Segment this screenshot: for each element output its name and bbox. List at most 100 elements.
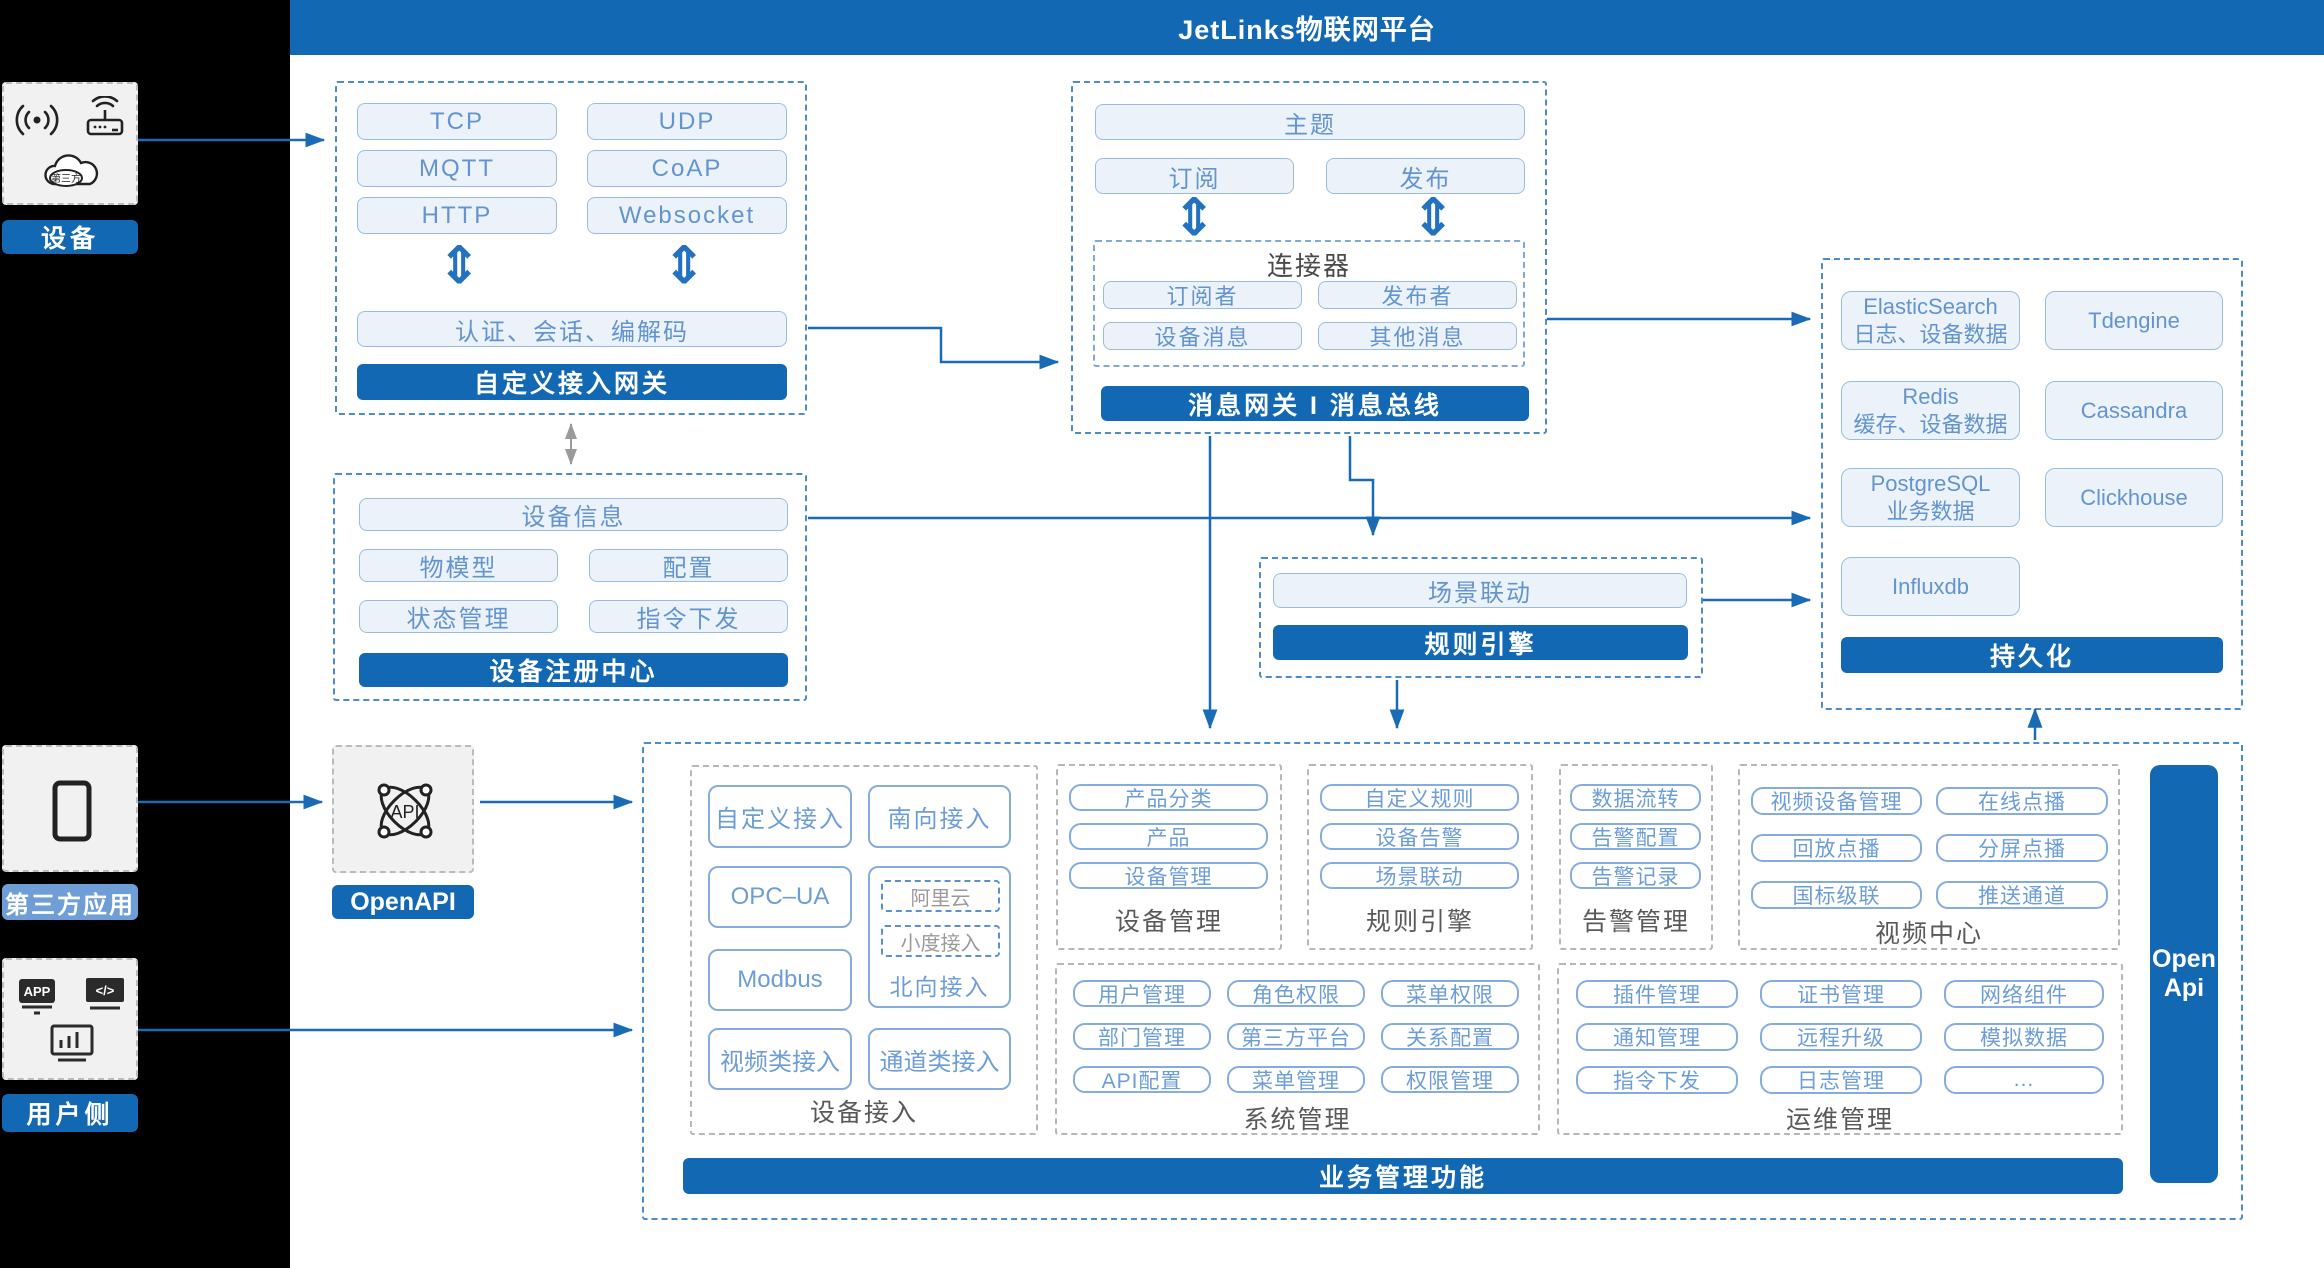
video-device-mgmt: 视频设备管理 — [1751, 787, 1922, 815]
gb-cascade: 国标级联 — [1751, 881, 1922, 909]
connector-box — [1093, 240, 1525, 367]
network-component: 网络组件 — [1944, 980, 2104, 1008]
menu-permission: 菜单权限 — [1381, 980, 1519, 1007]
scene-linkage-item: 场景联动 — [1273, 573, 1687, 608]
third-party-cloud-icon: 第三方 — [44, 154, 99, 187]
db-postgresql: PostgreSQL 业务数据 — [1841, 468, 2020, 527]
openapi-icon-box: API — [332, 745, 474, 873]
system-mgmt-box — [1055, 963, 1540, 1135]
alarm-mgmt-column — [1559, 764, 1713, 950]
device-sources-box: 第三方 — [2, 82, 138, 205]
publish-box: 发布 — [1326, 158, 1525, 194]
ops-mgmt-label: 运维管理 — [1785, 1106, 1894, 1134]
third-party-app-label: 第三方应用 — [2, 884, 138, 920]
rule-engine-bar: 规则引擎 — [1273, 625, 1688, 660]
device-access-label: 设备接入 — [809, 1099, 918, 1127]
third-party-app-box — [2, 745, 138, 872]
permission-mgmt: 权限管理 — [1381, 1066, 1519, 1093]
other-message-box: 其他消息 — [1318, 322, 1517, 350]
api-config: API配置 — [1073, 1066, 1211, 1093]
access-opc-ua: OPC–UA — [708, 866, 852, 928]
log-mgmt: 日志管理 — [1760, 1066, 1922, 1094]
codec-box: 认证、会话、编解码 — [357, 311, 787, 347]
alarm-mgmt-label: 告警管理 — [1581, 908, 1690, 936]
topic-box: 主题 — [1095, 104, 1525, 140]
user-mgmt: 用户管理 — [1073, 980, 1211, 1007]
persistence-bar: 持久化 — [1841, 637, 2223, 673]
svg-text:</>: </> — [96, 983, 115, 998]
db-influxdb: Influxdb — [1841, 557, 2020, 616]
video-center-label: 视频中心 — [1874, 920, 1983, 948]
alarm-config: 告警配置 — [1570, 823, 1701, 850]
ops-mgmt-box — [1557, 963, 2123, 1135]
video-center-column — [1738, 764, 2120, 950]
alarm-record: 告警记录 — [1570, 862, 1701, 889]
device-info-box: 设备信息 — [359, 498, 788, 531]
svg-text:APP: APP — [24, 984, 51, 999]
device-mgmt-column — [1056, 764, 1282, 950]
open-api-bar: Open Api — [2150, 765, 2218, 1183]
access-southbound: 南向接入 — [868, 785, 1011, 848]
double-arrow-icon — [662, 240, 706, 292]
protocol-websocket: Websocket — [587, 197, 787, 234]
svg-text:API: API — [390, 802, 419, 822]
subscribe-box: 订阅 — [1095, 158, 1294, 194]
product-category: 产品分类 — [1069, 784, 1268, 811]
mock-data: 模拟数据 — [1944, 1023, 2104, 1051]
push-channel: 推送通道 — [1936, 881, 2108, 909]
dashboard-monitor-icon — [50, 1024, 94, 1062]
scene-linkage-item-2: 场景联动 — [1320, 862, 1519, 889]
access-video: 视频类接入 — [708, 1028, 852, 1090]
thing-model-box: 物模型 — [359, 549, 558, 582]
db-clickhouse: Clickhouse — [2045, 468, 2223, 527]
rule-engine-column — [1307, 764, 1533, 950]
command-dispatch-box: 指令下发 — [589, 600, 788, 633]
device-registry-box — [333, 473, 807, 701]
svg-text:第三方: 第三方 — [51, 172, 81, 185]
message-gateway-bar: 消息网关 I 消息总线 — [1101, 386, 1529, 421]
openapi-button: OpenAPI — [332, 885, 474, 919]
access-modbus: Modbus — [708, 949, 852, 1011]
device-message-box: 设备消息 — [1103, 322, 1302, 350]
protocol-mqtt: MQTT — [357, 150, 557, 187]
subscriber-box: 订阅者 — [1103, 281, 1302, 309]
db-tdengine: Tdengine — [2045, 291, 2223, 350]
role-permission: 角色权限 — [1227, 980, 1365, 1007]
double-arrow-icon — [1172, 192, 1216, 244]
double-arrow-icon — [437, 240, 481, 292]
protocol-coap: CoAP — [587, 150, 787, 187]
connector-title: 连接器 — [1266, 251, 1351, 281]
double-arrow-icon — [1411, 192, 1455, 244]
command-send: 指令下发 — [1576, 1066, 1738, 1094]
dept-mgmt: 部门管理 — [1073, 1023, 1211, 1050]
wireless-signal-icon — [15, 104, 59, 136]
protocol-http: HTTP — [357, 197, 557, 234]
access-custom: 自定义接入 — [708, 785, 852, 848]
remote-upgrade: 远程升级 — [1760, 1023, 1922, 1051]
access-xiaodu: 小度接入 — [881, 925, 1000, 957]
state-mgmt-box: 状态管理 — [359, 600, 558, 633]
relation-config: 关系配置 — [1381, 1023, 1519, 1050]
system-mgmt-label: 系统管理 — [1243, 1106, 1352, 1134]
code-icon: </> — [86, 978, 124, 1010]
custom-gateway-box — [335, 81, 807, 415]
db-elasticsearch: ElasticSearch 日志、设备数据 — [1841, 291, 2020, 350]
business-box — [642, 742, 2243, 1220]
playback: 回放点播 — [1751, 834, 1922, 862]
menu-mgmt: 菜单管理 — [1227, 1066, 1365, 1093]
device-side-label: 设备 — [2, 220, 138, 254]
protocol-tcp: TCP — [357, 103, 557, 140]
device-registry-bar: 设备注册中心 — [359, 653, 788, 687]
access-channel: 通道类接入 — [868, 1028, 1011, 1090]
cert-mgmt: 证书管理 — [1760, 980, 1922, 1008]
router-icon — [86, 96, 124, 136]
online-play: 在线点播 — [1936, 787, 2108, 815]
publisher-box: 发布者 — [1318, 281, 1517, 309]
device-access-column — [690, 765, 1038, 1135]
message-gateway-box — [1071, 81, 1547, 434]
split-screen-play: 分屏点播 — [1936, 834, 2108, 862]
title-bar: JetLinks物联网平台 — [290, 0, 2324, 55]
product: 产品 — [1069, 823, 1268, 850]
db-redis: Redis 缓存、设备数据 — [1841, 381, 2020, 440]
third-party-platform: 第三方平台 — [1227, 1023, 1365, 1050]
